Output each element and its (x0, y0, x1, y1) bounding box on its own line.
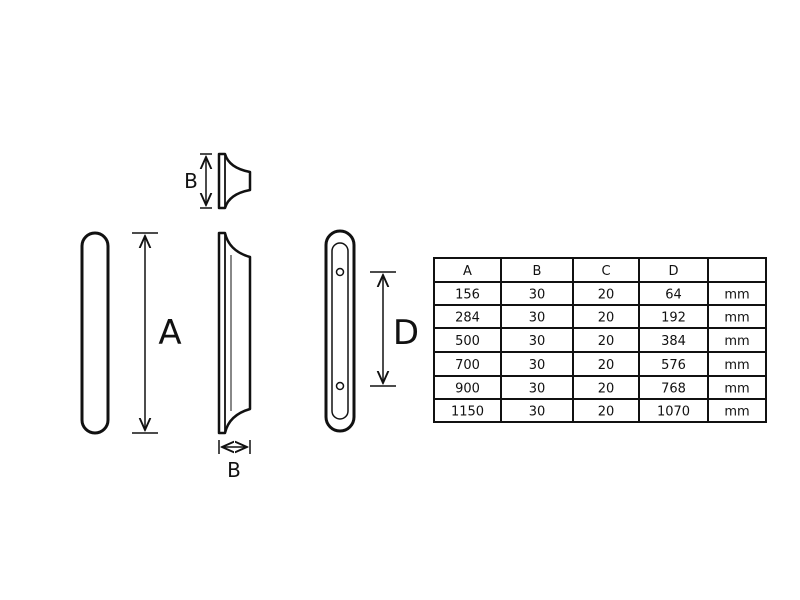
table-cell: 20 (598, 334, 615, 349)
handle-side-view (217, 231, 252, 435)
dimension-a (132, 232, 158, 434)
table-cell: 900 (455, 382, 480, 397)
table-cell: 20 (598, 288, 615, 303)
table-cell: mm (724, 382, 749, 397)
label-a: A (158, 313, 181, 353)
dimension-d (370, 271, 396, 387)
label-b-bottom: B (227, 458, 241, 482)
table-cell: 576 (661, 358, 686, 373)
table-cell: 30 (529, 358, 546, 373)
table-cell: 30 (529, 382, 546, 397)
table-cell: 500 (455, 334, 480, 349)
table-cell: 768 (661, 382, 686, 397)
table-cell: 284 (455, 311, 480, 326)
table-cell: 192 (661, 311, 686, 326)
table-border (433, 257, 767, 423)
table-cell: mm (724, 334, 749, 349)
table-header-cell: A (463, 264, 472, 279)
handle-top-view (217, 152, 252, 210)
table-cell: mm (724, 288, 749, 303)
table-cell: 20 (598, 358, 615, 373)
table-cell: 64 (665, 288, 682, 303)
table-cell: 30 (529, 288, 546, 303)
label-b-top: B (184, 169, 198, 193)
table-cell: 384 (661, 334, 686, 349)
table-cell: 30 (529, 405, 546, 420)
table-cell: 20 (598, 311, 615, 326)
label-d: D (393, 313, 419, 353)
dimension-table: A B C D 156 30 20 64 mm 284 30 20 192 mm 500 30 20 384 mm 7… (433, 257, 767, 423)
table-cell: mm (724, 405, 749, 420)
table-cell: 30 (529, 334, 546, 349)
table-header-cell: B (533, 264, 542, 279)
table-cell: 156 (455, 288, 480, 303)
table-cell: 20 (598, 382, 615, 397)
table-cell: 700 (455, 358, 480, 373)
fixing-hole-bottom (335, 381, 345, 391)
dimension-b-top (200, 153, 212, 209)
table-cell: mm (724, 311, 749, 326)
table-cell: 30 (529, 311, 546, 326)
table-cell: 20 (598, 405, 615, 420)
fixing-hole-top (335, 267, 345, 277)
table-cell: 1150 (451, 405, 484, 420)
handle-front-view (80, 231, 110, 435)
table-cell: mm (724, 358, 749, 373)
table-cell: 1070 (657, 405, 690, 420)
table-header-cell: D (668, 264, 678, 279)
table-header-cell: C (601, 264, 610, 279)
handle-rear-view (324, 229, 356, 433)
dimension-b-bottom (218, 440, 251, 454)
